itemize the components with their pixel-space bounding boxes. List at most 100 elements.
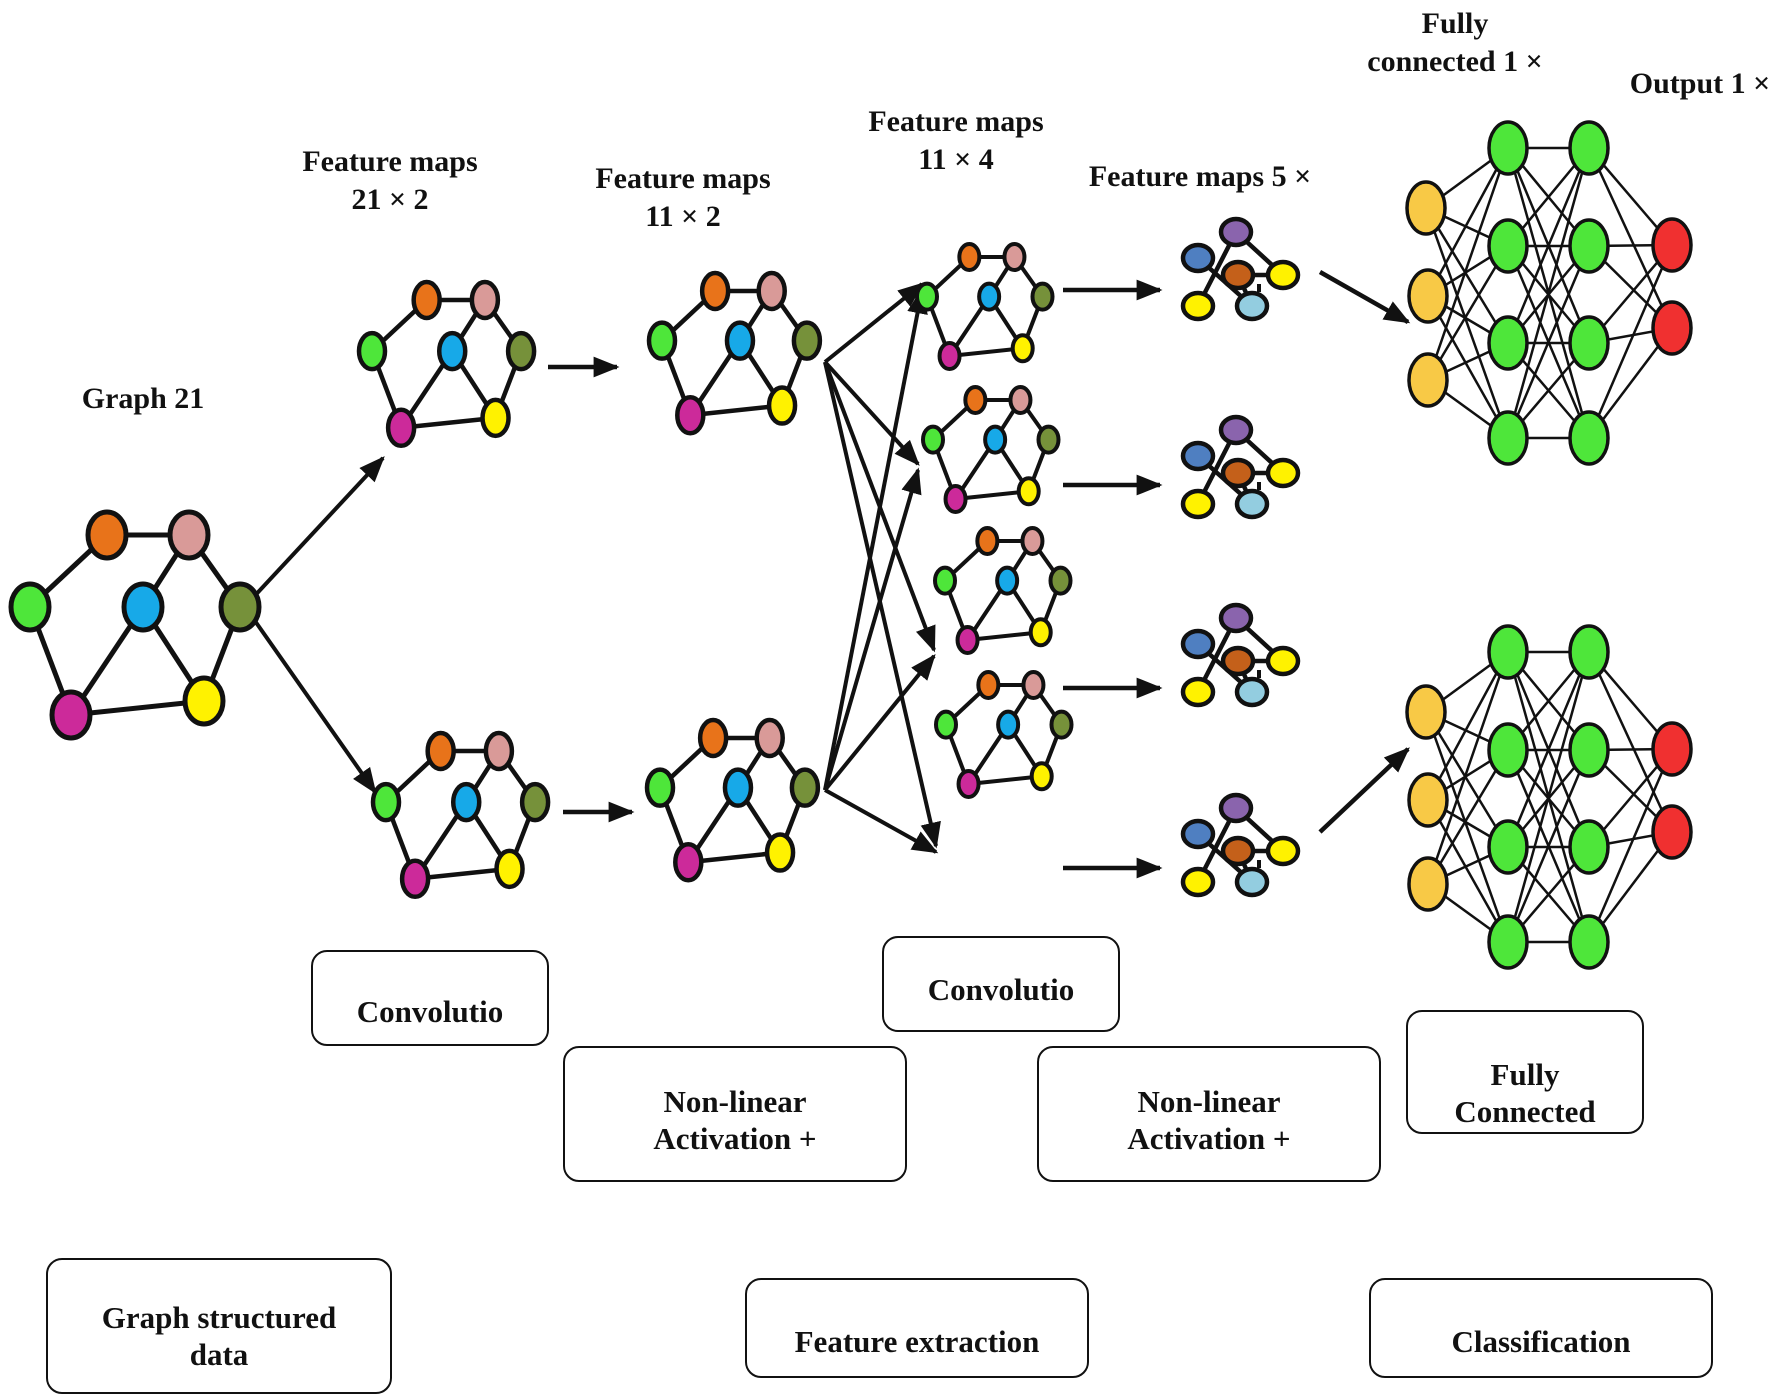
- label-fm-11x2-title: Feature maps: [595, 162, 770, 195]
- graph-node-orange: [425, 730, 456, 772]
- stage-box-convolution-2: Convolutio: [882, 936, 1120, 1032]
- fc-output-neuron: [1651, 721, 1693, 777]
- graph-node-pink: [469, 279, 501, 321]
- fc-input-neuron: [1407, 856, 1449, 912]
- graph-node-green: [356, 330, 388, 372]
- pooled-node-purple: [1218, 216, 1254, 248]
- fc-connection: [1587, 651, 1674, 833]
- fc-connection: [1506, 147, 1591, 344]
- pooled-node-steel: [1180, 628, 1216, 660]
- graph-node-blue: [436, 330, 468, 372]
- graph-node-green: [933, 565, 957, 596]
- feature-map-11x4-2: [921, 385, 1061, 514]
- graph-node-green: [915, 281, 939, 312]
- graph-node-yellow: [182, 675, 226, 727]
- arrow-pooled-to-fc-top: [1318, 270, 1411, 324]
- graph-node-yellow: [1016, 476, 1041, 507]
- fc-connection: [1424, 207, 1510, 344]
- pooled-node-yel1: [1265, 645, 1301, 677]
- arrow-fm-11x2-top-to-11x4-2: [823, 360, 920, 466]
- graph-node-orange: [975, 526, 1000, 556]
- graph-node-blue: [121, 581, 165, 633]
- graph-node-olive: [505, 330, 537, 372]
- graph-node-yellow: [766, 385, 798, 426]
- graph-node-orange: [411, 279, 442, 321]
- graph-node-olive: [791, 320, 823, 361]
- feature-map-11x4-1: [915, 242, 1055, 371]
- fc-connection: [1506, 245, 1591, 439]
- graph-node-yellow: [480, 397, 511, 439]
- arrow-fm-11x2-bottom-to-11x4-3: [823, 653, 936, 792]
- pooled-graph-4: [1180, 792, 1301, 898]
- fc-hidden-neuron: [1487, 410, 1529, 466]
- fc-output-neuron: [1651, 217, 1693, 273]
- pooled-node-rust: [1220, 835, 1256, 867]
- graph-edge: [400, 415, 496, 431]
- arrow-input-to-fm-21x2-top: [246, 456, 385, 605]
- graph-node-pink: [1021, 670, 1046, 700]
- stage-box-activation-2: Non-linear Activation +: [1037, 1046, 1381, 1182]
- fc-hidden-neuron: [1487, 914, 1529, 970]
- fc-input-neuron: [1407, 268, 1449, 324]
- phase-box-classification: Classification: [1369, 1278, 1713, 1378]
- feature-map-11x2-top: [646, 270, 823, 436]
- fc-input-neuron: [1407, 352, 1449, 408]
- graph-node-green: [646, 320, 678, 361]
- fc-output-neuron: [1651, 804, 1693, 860]
- graph-edge: [70, 698, 205, 718]
- fc-connection: [1424, 711, 1510, 943]
- fc-connection: [1424, 207, 1510, 439]
- graph-node-blue: [996, 709, 1021, 740]
- fc-connection: [1506, 749, 1591, 943]
- fc-output-neuron: [1651, 300, 1693, 356]
- graph-node-olive: [218, 581, 262, 633]
- pooled-node-rust: [1220, 457, 1256, 489]
- pooled-graph-1: [1180, 216, 1301, 322]
- pooled-node-yel2: [1180, 488, 1216, 520]
- label-graph-21: Graph 21: [82, 382, 205, 415]
- fully-connected-network-bottom: [1405, 624, 1693, 970]
- pooled-node-purple: [1218, 792, 1254, 824]
- graph-node-green: [921, 424, 945, 455]
- label-fm-11x2-dims: 11 × 2: [645, 200, 720, 233]
- graph-node-orange: [699, 270, 731, 312]
- graph-node-magenta: [943, 484, 968, 514]
- fc-connection: [1426, 147, 1510, 297]
- stage-box-fully-connected: Fully Connected: [1406, 1010, 1644, 1134]
- fc-input-neuron: [1405, 684, 1447, 740]
- pooled-node-purple: [1218, 602, 1254, 634]
- arrow-fm-11x2-bottom-to-11x4-1: [823, 287, 928, 791]
- graph-node-yellow: [494, 848, 525, 890]
- label-fm-21x2-title: Feature maps: [302, 145, 477, 178]
- graph-node-magenta: [955, 625, 980, 655]
- graph-node-orange: [976, 670, 1001, 700]
- fc-connection: [1506, 651, 1591, 943]
- pooled-graph-3: [1180, 602, 1301, 708]
- pooled-node-lblue: [1234, 488, 1270, 520]
- graph-edge: [968, 774, 1042, 786]
- graph-edge: [967, 630, 1041, 642]
- graph-node-yellow: [1028, 617, 1053, 648]
- graph-node-pink: [1008, 385, 1033, 415]
- pooled-node-yel1: [1265, 835, 1301, 867]
- pooled-node-rust: [1220, 259, 1256, 291]
- fc-hidden-neuron: [1487, 722, 1529, 778]
- graph-node-blue: [724, 320, 756, 361]
- graph-node-blue: [450, 781, 482, 823]
- graph-node-green: [8, 581, 52, 633]
- fc-hidden-neuron: [1568, 819, 1610, 875]
- fc-hidden-neuron: [1568, 624, 1610, 680]
- fc-hidden-neuron: [1568, 914, 1610, 970]
- graph-node-magenta: [399, 858, 431, 900]
- fc-hidden-neuron: [1487, 120, 1529, 176]
- feature-map-21x2-bottom: [370, 730, 551, 900]
- fc-connection: [1426, 749, 1510, 885]
- fc-hidden-neuron: [1568, 722, 1610, 778]
- phase-box-graph-structured-data: Graph structured data: [46, 1258, 392, 1394]
- pooled-node-lblue: [1234, 290, 1270, 322]
- graph-node-green: [370, 781, 402, 823]
- pooled-node-purple: [1218, 414, 1254, 446]
- graph-node-pink: [1002, 242, 1027, 272]
- graph-node-pink: [754, 717, 785, 759]
